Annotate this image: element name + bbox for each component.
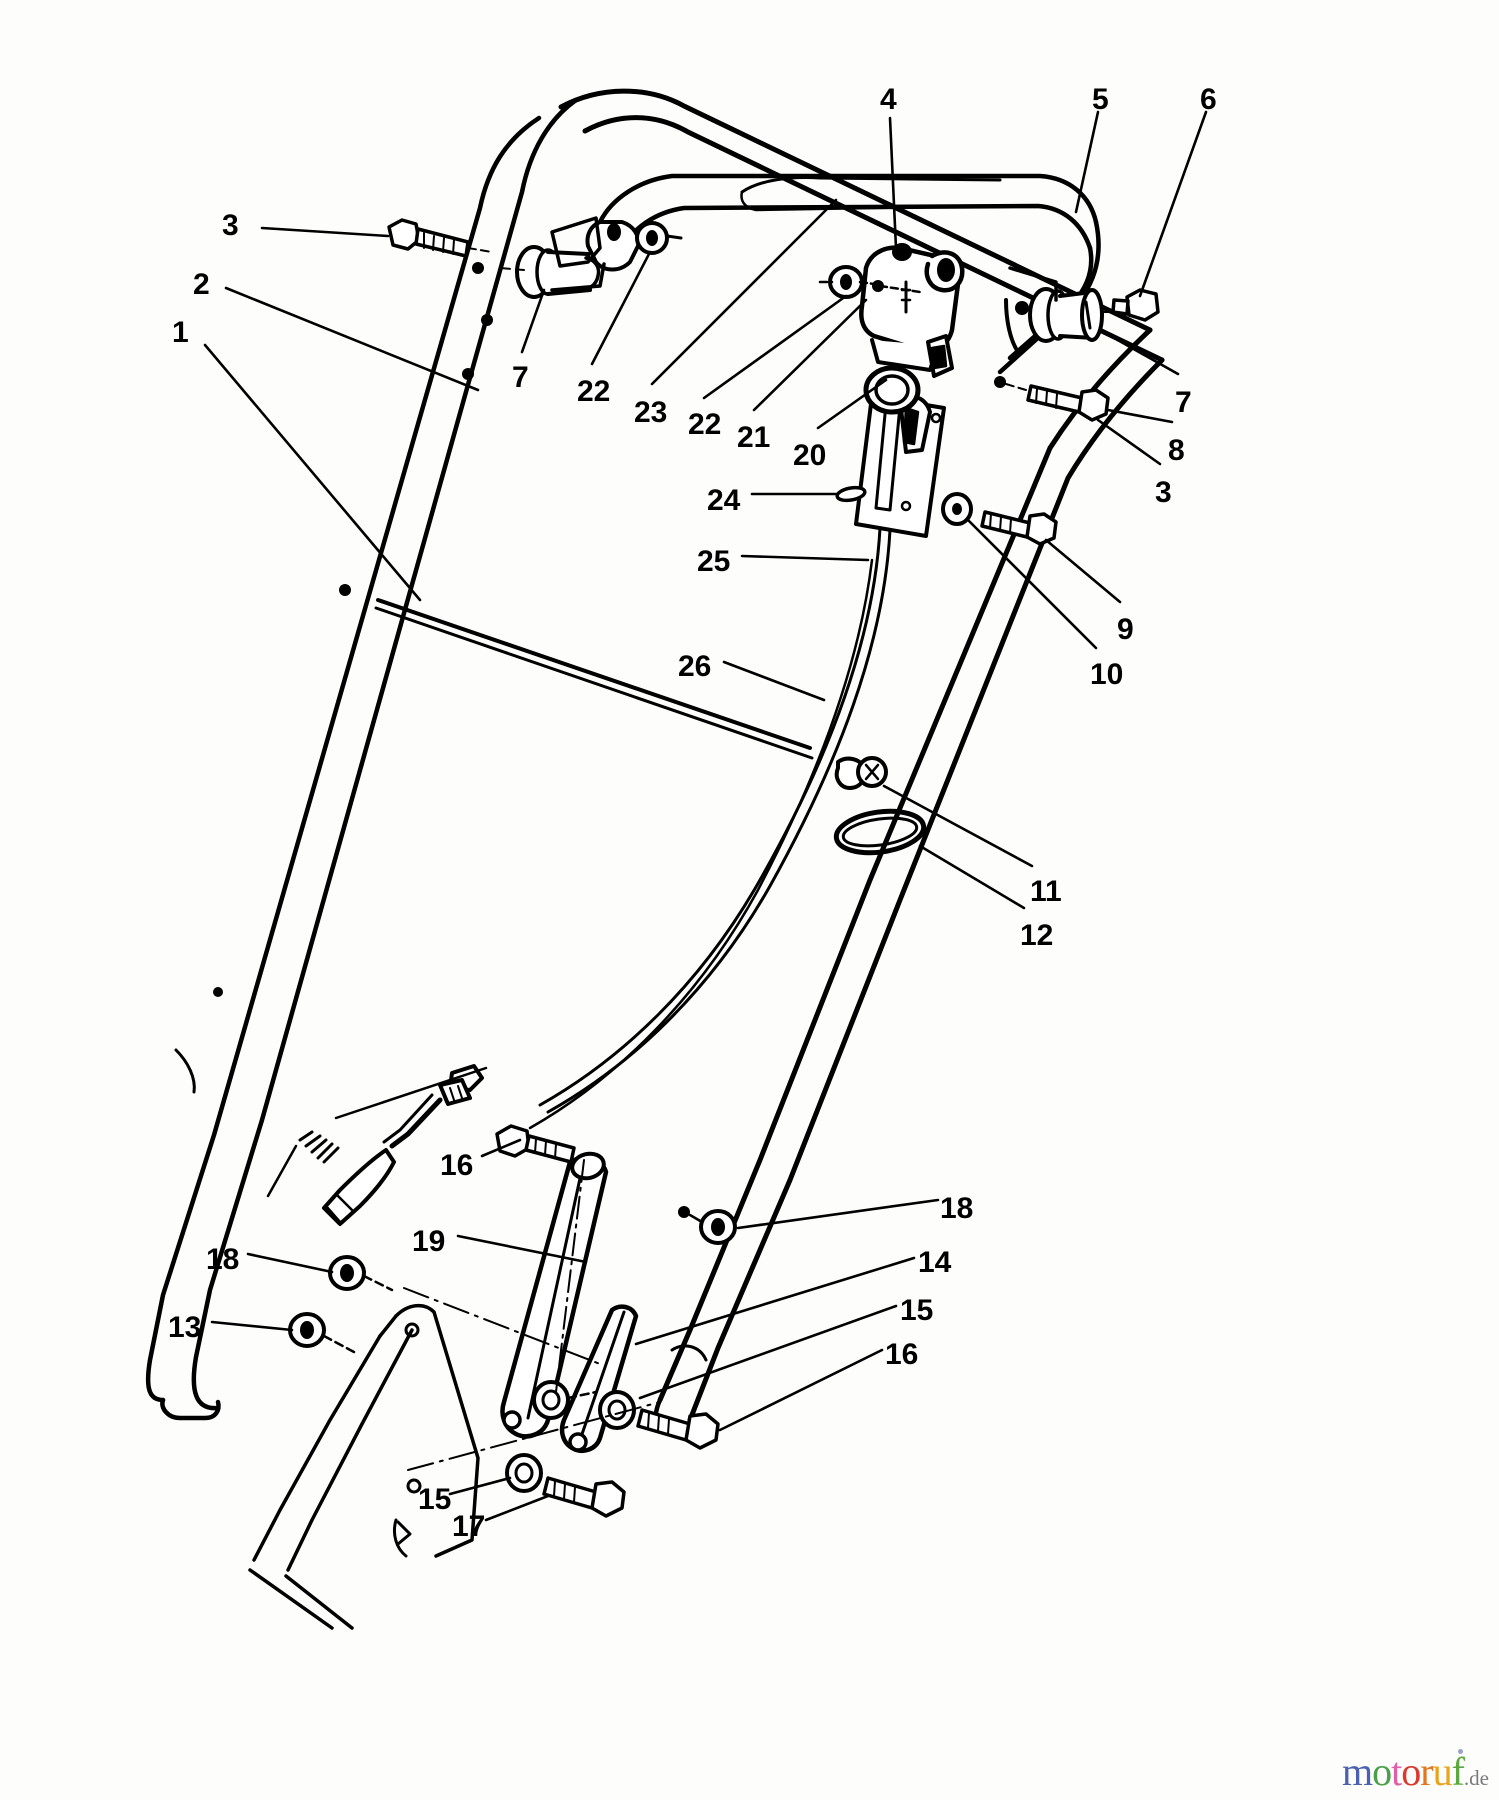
- right-knob: [1015, 287, 1119, 343]
- callout-25: 25: [697, 545, 731, 578]
- callout-2: 2: [193, 268, 210, 301]
- wm-suffix: .de: [1463, 1766, 1489, 1790]
- callout-22b: 22: [688, 408, 722, 441]
- left-knob: [472, 245, 601, 299]
- callout-7a: 7: [512, 361, 529, 394]
- callout-13: 13: [168, 1311, 202, 1344]
- wm-letter-f: f: [1451, 1749, 1465, 1794]
- callout-6: 6: [1200, 83, 1217, 116]
- callout-7b: 7: [1175, 386, 1192, 419]
- nut-13: [288, 1312, 356, 1354]
- callout-14: 14: [918, 1246, 952, 1279]
- callout-22a: 22: [577, 375, 611, 408]
- wm-letter-o2: o: [1401, 1749, 1421, 1794]
- deck-bracket: [248, 1303, 480, 1630]
- washer-9-bolt-10: [941, 492, 1058, 546]
- callout-12: 12: [1020, 919, 1054, 952]
- nut-18-right: [678, 1206, 737, 1245]
- bolt-6: [1111, 288, 1160, 322]
- callout-11: 11: [1030, 875, 1062, 908]
- ring-20: [863, 365, 921, 415]
- wm-letter-t: t: [1391, 1749, 1402, 1794]
- callout-16b: 16: [885, 1338, 919, 1371]
- callout-20: 20: [793, 439, 827, 472]
- rod-end-11-12: [833, 756, 927, 856]
- wm-accent-dot: [1458, 1749, 1463, 1754]
- pin-24: [835, 485, 867, 503]
- bolt-16-lower-right: [636, 1408, 720, 1450]
- callout-3b: 3: [1155, 476, 1172, 509]
- callout-1: 1: [172, 316, 189, 349]
- callout-24: 24: [707, 484, 741, 517]
- callout-4: 4: [880, 83, 897, 116]
- callout-9: 9: [1117, 613, 1134, 646]
- callout-15a: 15: [900, 1294, 934, 1327]
- callout-19: 19: [412, 1225, 446, 1258]
- bolt-8: [994, 376, 1110, 422]
- callout-8: 8: [1168, 434, 1185, 467]
- leader-lines: [203, 110, 1208, 1522]
- washer-15-a: [532, 1380, 598, 1420]
- callout-18b: 18: [206, 1243, 240, 1276]
- motoruf-watermark: motoruf.de: [1342, 1749, 1489, 1794]
- link-bar-19: [500, 1151, 639, 1453]
- callout-26: 26: [678, 650, 712, 683]
- wm-letter-m: m: [1342, 1749, 1373, 1794]
- callout-16a: 16: [440, 1149, 474, 1182]
- lever-panel: [854, 394, 946, 538]
- control-bracket: [859, 243, 965, 378]
- callout-15b: 15: [418, 1483, 452, 1516]
- callout-3a: 3: [222, 209, 239, 242]
- bolt-16-upper: [495, 1124, 576, 1164]
- washer-17-bolt: [505, 1453, 626, 1518]
- callout-18a: 18: [940, 1192, 974, 1225]
- callout-17: 17: [452, 1510, 486, 1543]
- callout-5: 5: [1092, 83, 1109, 116]
- cable-adjuster: [266, 1064, 488, 1226]
- wm-letter-o1: o: [1372, 1749, 1392, 1794]
- nut-22-left: [635, 221, 683, 255]
- bolt-3-upper: [387, 218, 493, 258]
- wm-letter-u: u: [1432, 1749, 1453, 1794]
- wm-letter-r: r: [1420, 1749, 1433, 1794]
- callout-23: 23: [634, 396, 668, 429]
- callout-10: 10: [1090, 658, 1124, 691]
- callout-21: 21: [737, 421, 771, 454]
- nut-18-lower: [328, 1255, 394, 1292]
